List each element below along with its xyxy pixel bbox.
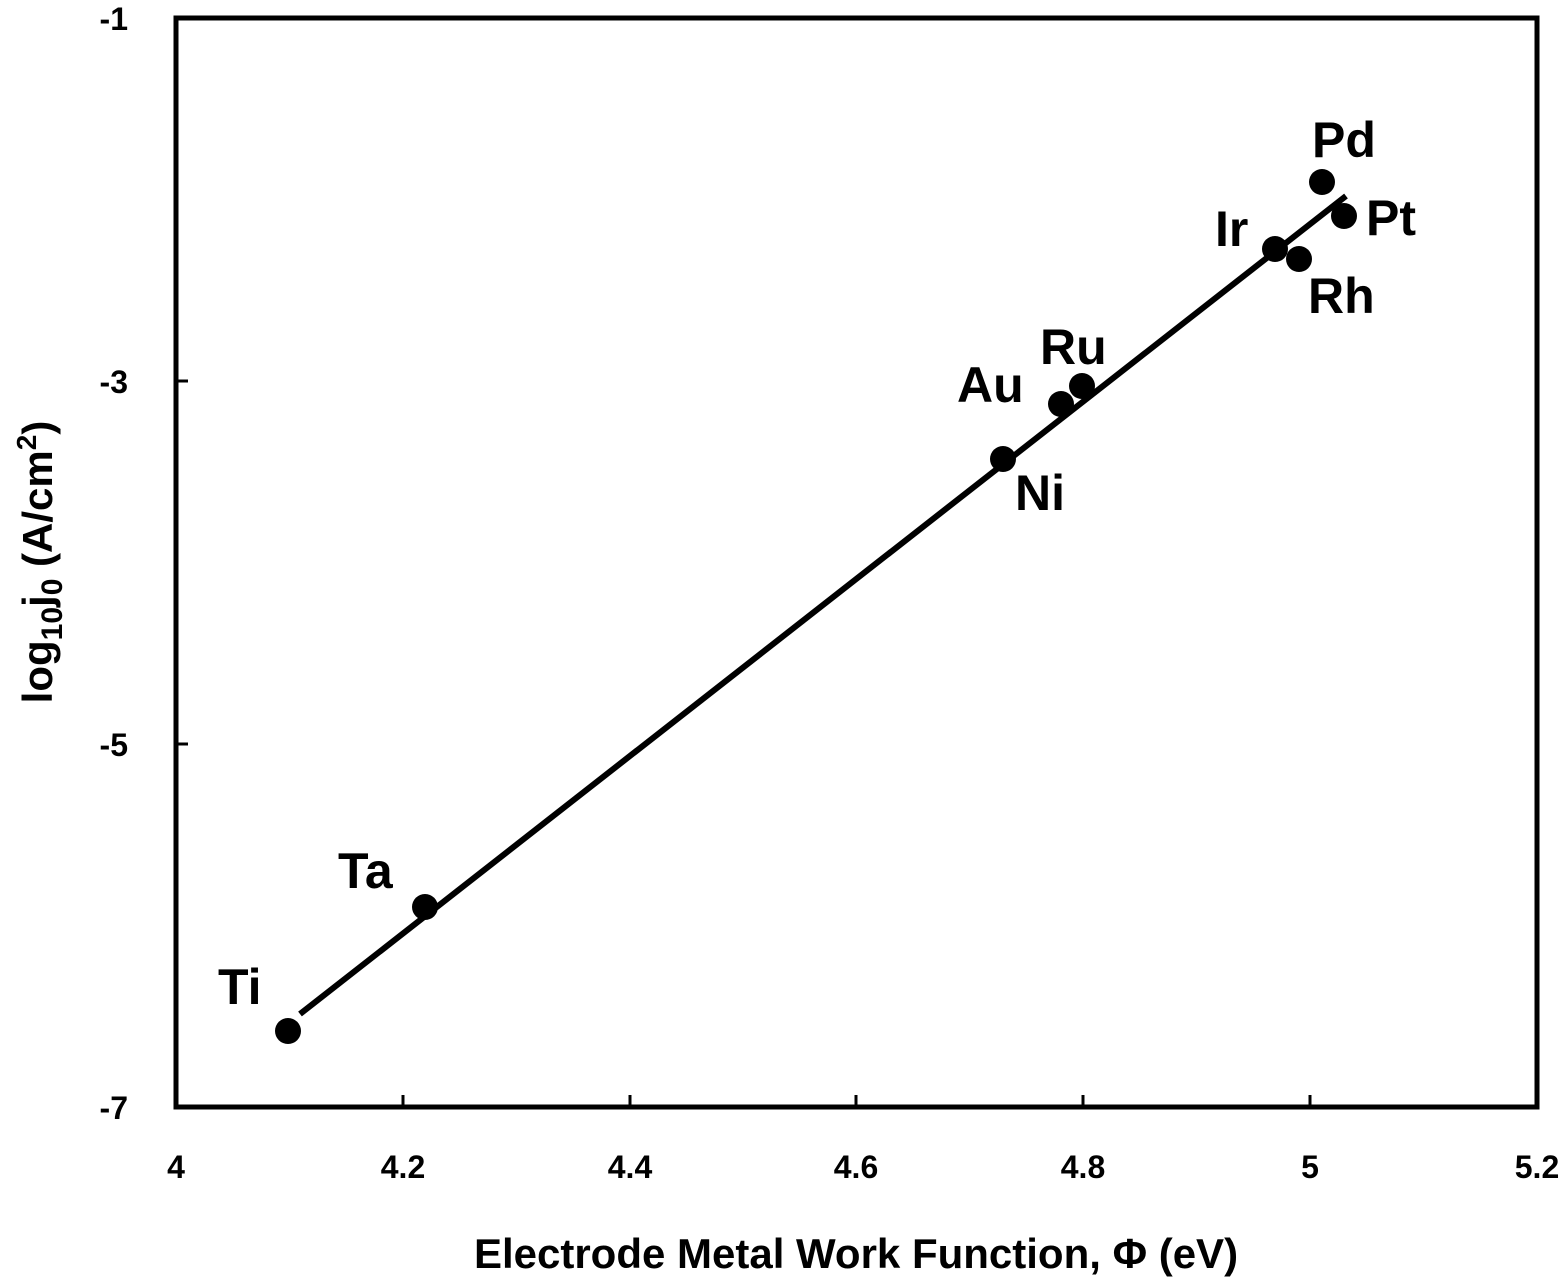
data-point-ti (275, 1018, 301, 1044)
y-tick-label: -3 (100, 364, 128, 400)
y-axis-ticks (176, 379, 188, 746)
data-point-au (1048, 391, 1074, 417)
x-tick-label: 4.8 (1061, 1149, 1105, 1185)
x-tick-label: 4.6 (834, 1149, 878, 1185)
y-axis-title-unit-close: ) (14, 421, 61, 435)
y-axis-title-mid: j (14, 595, 61, 608)
y-axis-tick-labels: -1 -3 -5 -7 (100, 1, 128, 1126)
point-label-ru: Ru (1040, 319, 1107, 375)
point-label-pt: Pt (1366, 190, 1416, 246)
point-label-ta: Ta (338, 843, 394, 899)
point-labels: Ti Ta Ni Au Ru Ir Rh Pd Pt (218, 112, 1416, 1015)
data-point-ir (1262, 236, 1288, 262)
x-tick-label: 5.2 (1515, 1149, 1559, 1185)
x-tick-label: 4.2 (381, 1149, 425, 1185)
data-point-pt (1331, 203, 1357, 229)
y-axis-title-sup: 2 (11, 435, 42, 451)
y-axis-title-unit: (A/cm (14, 450, 61, 578)
x-tick-label: 4 (167, 1149, 185, 1185)
data-point-rh (1286, 246, 1312, 272)
y-axis-title-sub2: 0 (36, 579, 69, 596)
y-axis-title-sub1: 10 (36, 607, 69, 640)
x-axis-tick-labels: 4 4.2 4.4 4.6 4.8 5 5.2 (167, 1149, 1559, 1185)
point-label-ti: Ti (218, 959, 262, 1015)
x-axis-title: Electrode Metal Work Function, Φ (eV) (474, 1230, 1238, 1277)
y-tick-label: -1 (100, 1, 128, 37)
x-tick-label: 4.4 (608, 1149, 653, 1185)
point-label-rh: Rh (1308, 268, 1375, 324)
y-axis-title: log10j0 (A/cm2) (11, 421, 69, 704)
y-axis-title-prefix: log (14, 640, 61, 703)
data-point-ru (1069, 373, 1095, 399)
data-point-ta (412, 894, 438, 920)
y-tick-label: -5 (100, 727, 128, 763)
data-point-ni (990, 446, 1016, 472)
x-tick-label: 5 (1301, 1149, 1319, 1185)
linear-fit-line (298, 193, 1348, 1017)
point-label-au: Au (957, 357, 1024, 413)
x-axis-ticks (401, 1095, 1312, 1107)
point-label-pd: Pd (1312, 112, 1376, 168)
y-tick-label: -7 (100, 1090, 128, 1126)
point-label-ni: Ni (1015, 465, 1065, 521)
data-points (275, 169, 1357, 1044)
point-label-ir: Ir (1215, 201, 1248, 257)
data-point-pd (1309, 169, 1335, 195)
